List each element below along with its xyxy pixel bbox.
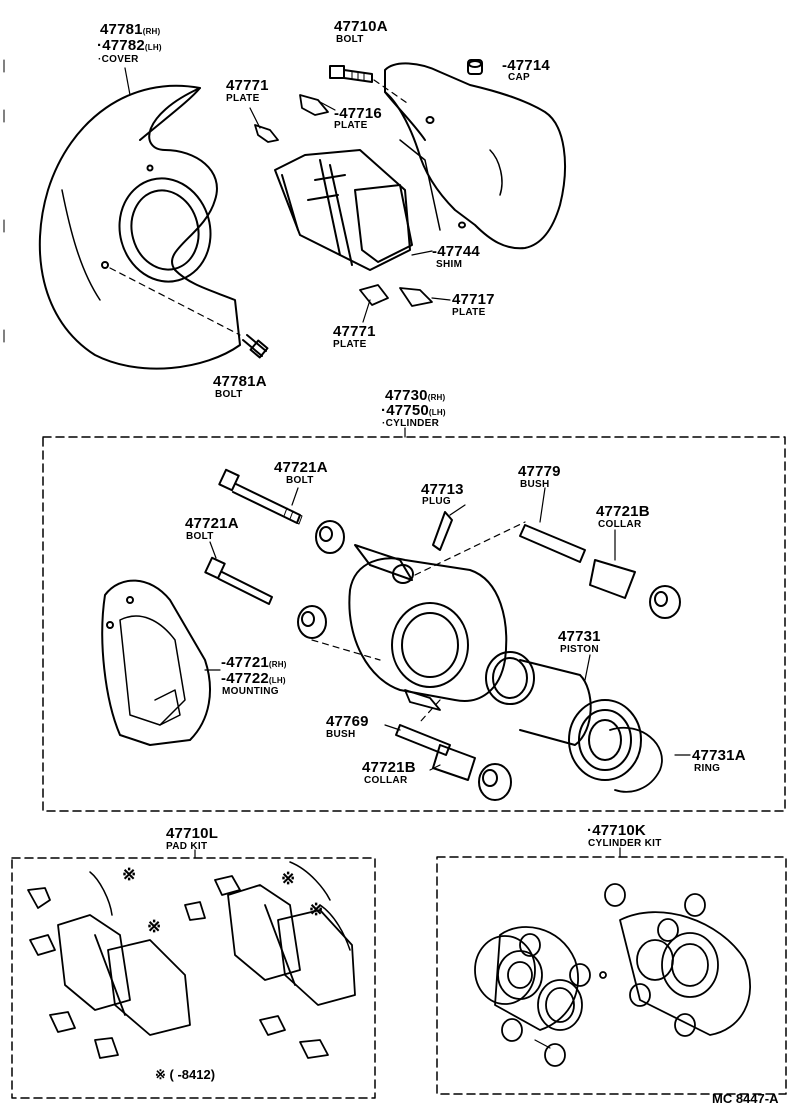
side-rh: (RH) [268, 660, 287, 669]
collars-drawing [432, 559, 636, 781]
cylinder-body-drawing [348, 544, 508, 711]
part-number-collar-upper: 47721B [596, 503, 650, 520]
pad-kit-note: ※ ( -8412) [155, 1067, 216, 1082]
piston-drawing [485, 651, 663, 793]
part-name-piston: PISTON [560, 644, 599, 655]
top-bolt-drawing [329, 65, 411, 106]
upper-leaders [249, 101, 451, 323]
part-number-bush-upper: 47779 [518, 463, 561, 480]
part-number-cylinder-rh: 47730(RH) [385, 388, 445, 403]
part-number-text: 47716 [339, 105, 382, 122]
part-number-piston: 47731 [558, 628, 601, 645]
plate-clips-drawing [254, 94, 433, 307]
part-name-bush-lower: BUSH [326, 729, 356, 740]
part-name-ring: RING [694, 763, 721, 774]
part-number-mounting-rh: -47721(RH) [221, 654, 287, 671]
part-name-pad-kit: PAD KIT [166, 841, 208, 852]
part-number-cap: -47714 [502, 57, 550, 74]
cylinder-kit-contents [474, 883, 751, 1067]
cylinder-leaders [209, 487, 691, 771]
part-name-cap: CAP [508, 72, 531, 83]
part-name-bush-upper: BUSH [520, 479, 550, 490]
part-number-text: 47721 [226, 654, 269, 671]
cylinder-dashed-lines [311, 521, 526, 723]
brake-pads-drawing [274, 149, 413, 271]
part-name-plate-c: PLATE [452, 307, 486, 318]
part-number-text: 47710K [592, 822, 646, 839]
part-name-bolt-lower: BOLT [186, 531, 214, 542]
cylinder-kit-frame [436, 856, 787, 1095]
part-name-shim: SHIM [436, 259, 463, 270]
part-number-plate-lower: 47771 [333, 323, 376, 340]
asterisk-mark: ※ [122, 865, 137, 884]
side-lh: (LH) [144, 43, 162, 52]
part-name-cylinder: ·CYLINDER [382, 418, 440, 429]
part-number-pad-kit: 47710L [166, 825, 219, 842]
part-number-mounting-lh: -47722(LH) [221, 670, 286, 687]
side-rh: (RH) [427, 393, 446, 402]
part-number-plate-c: 47717 [452, 291, 495, 308]
side-lh: (LH) [428, 408, 446, 417]
part-number-cover-rh: 47781(RH) [100, 22, 160, 37]
pad-kit-frame [11, 857, 376, 1099]
part-number-bolt-top: 47710A [334, 18, 388, 35]
part-name-plate-b: PLATE [334, 120, 368, 131]
asterisk-mark: ※ [147, 917, 162, 936]
guide-bolt-upper-drawing [218, 468, 303, 525]
part-number-text: 47782 [102, 37, 145, 54]
part-name-cover-bolt: BOLT [215, 389, 243, 400]
part-name-mounting: MOUNTING [222, 686, 279, 697]
part-name-plug: PLUG [422, 496, 451, 507]
part-name-text: COVER [101, 54, 139, 65]
part-number-text: 47750 [386, 402, 429, 419]
asterisk-mark: ※ [309, 900, 324, 919]
part-number-bolt-lower: 47721A [185, 515, 239, 532]
bushes-drawing [395, 524, 586, 756]
part-number-cover-bolt: 47781A [213, 373, 267, 390]
boots-drawing [297, 520, 681, 801]
part-number-shim: -47744 [432, 243, 480, 260]
caliper-housing-drawing [384, 62, 566, 250]
part-name-bolt-upper: BOLT [286, 475, 314, 486]
part-number-plate-b: -47716 [334, 105, 382, 122]
side-lh: (LH) [268, 676, 286, 685]
dust-cover-drawing [38, 84, 241, 370]
part-number-cylinder-kit: ·47710K [587, 822, 646, 839]
cylinder-group-frame [42, 436, 786, 812]
part-name-bolt-top: BOLT [336, 34, 364, 45]
cover-bolt-drawing [109, 267, 269, 359]
part-name-collar-upper: COLLAR [598, 519, 642, 530]
mounting-bracket-drawing [101, 579, 211, 746]
part-number-text: 47744 [437, 243, 480, 260]
part-number-collar-lower: 47721B [362, 759, 416, 776]
part-number-plug: 47713 [421, 481, 464, 498]
plug-drawing [432, 511, 453, 551]
part-number-ring: 47731A [692, 747, 746, 764]
part-number-text: 47722 [226, 670, 269, 687]
side-rh: (RH) [142, 27, 161, 36]
part-number-text: 47730 [385, 387, 428, 404]
part-number-plate-upper: 47771 [226, 77, 269, 94]
cap-drawing [467, 59, 483, 75]
part-number-cover-lh: ·47782(LH) [97, 37, 162, 54]
part-name-collar-lower: COLLAR [364, 775, 408, 786]
part-number-bush-lower: 47769 [326, 713, 369, 730]
guide-bolt-lower-drawing [204, 556, 273, 605]
figure-reference: MC 8447-A [712, 1091, 779, 1106]
part-number-text: 47714 [507, 57, 550, 74]
part-number-text: 47781 [100, 21, 143, 38]
part-name-text: CYLINDER [385, 418, 440, 429]
part-name-plate-upper: PLATE [226, 93, 260, 104]
asterisk-mark: ※ [281, 869, 296, 888]
part-number-cylinder-lh: ·47750(LH) [381, 402, 446, 419]
part-name-cover: ·COVER [98, 54, 139, 65]
part-name-cylinder-kit: CYLINDER KIT [588, 838, 662, 849]
part-name-plate-lower: PLATE [333, 339, 367, 350]
leader-cover [124, 67, 131, 96]
pad-kit-contents [27, 861, 356, 1059]
part-number-bolt-upper: 47721A [274, 459, 328, 476]
